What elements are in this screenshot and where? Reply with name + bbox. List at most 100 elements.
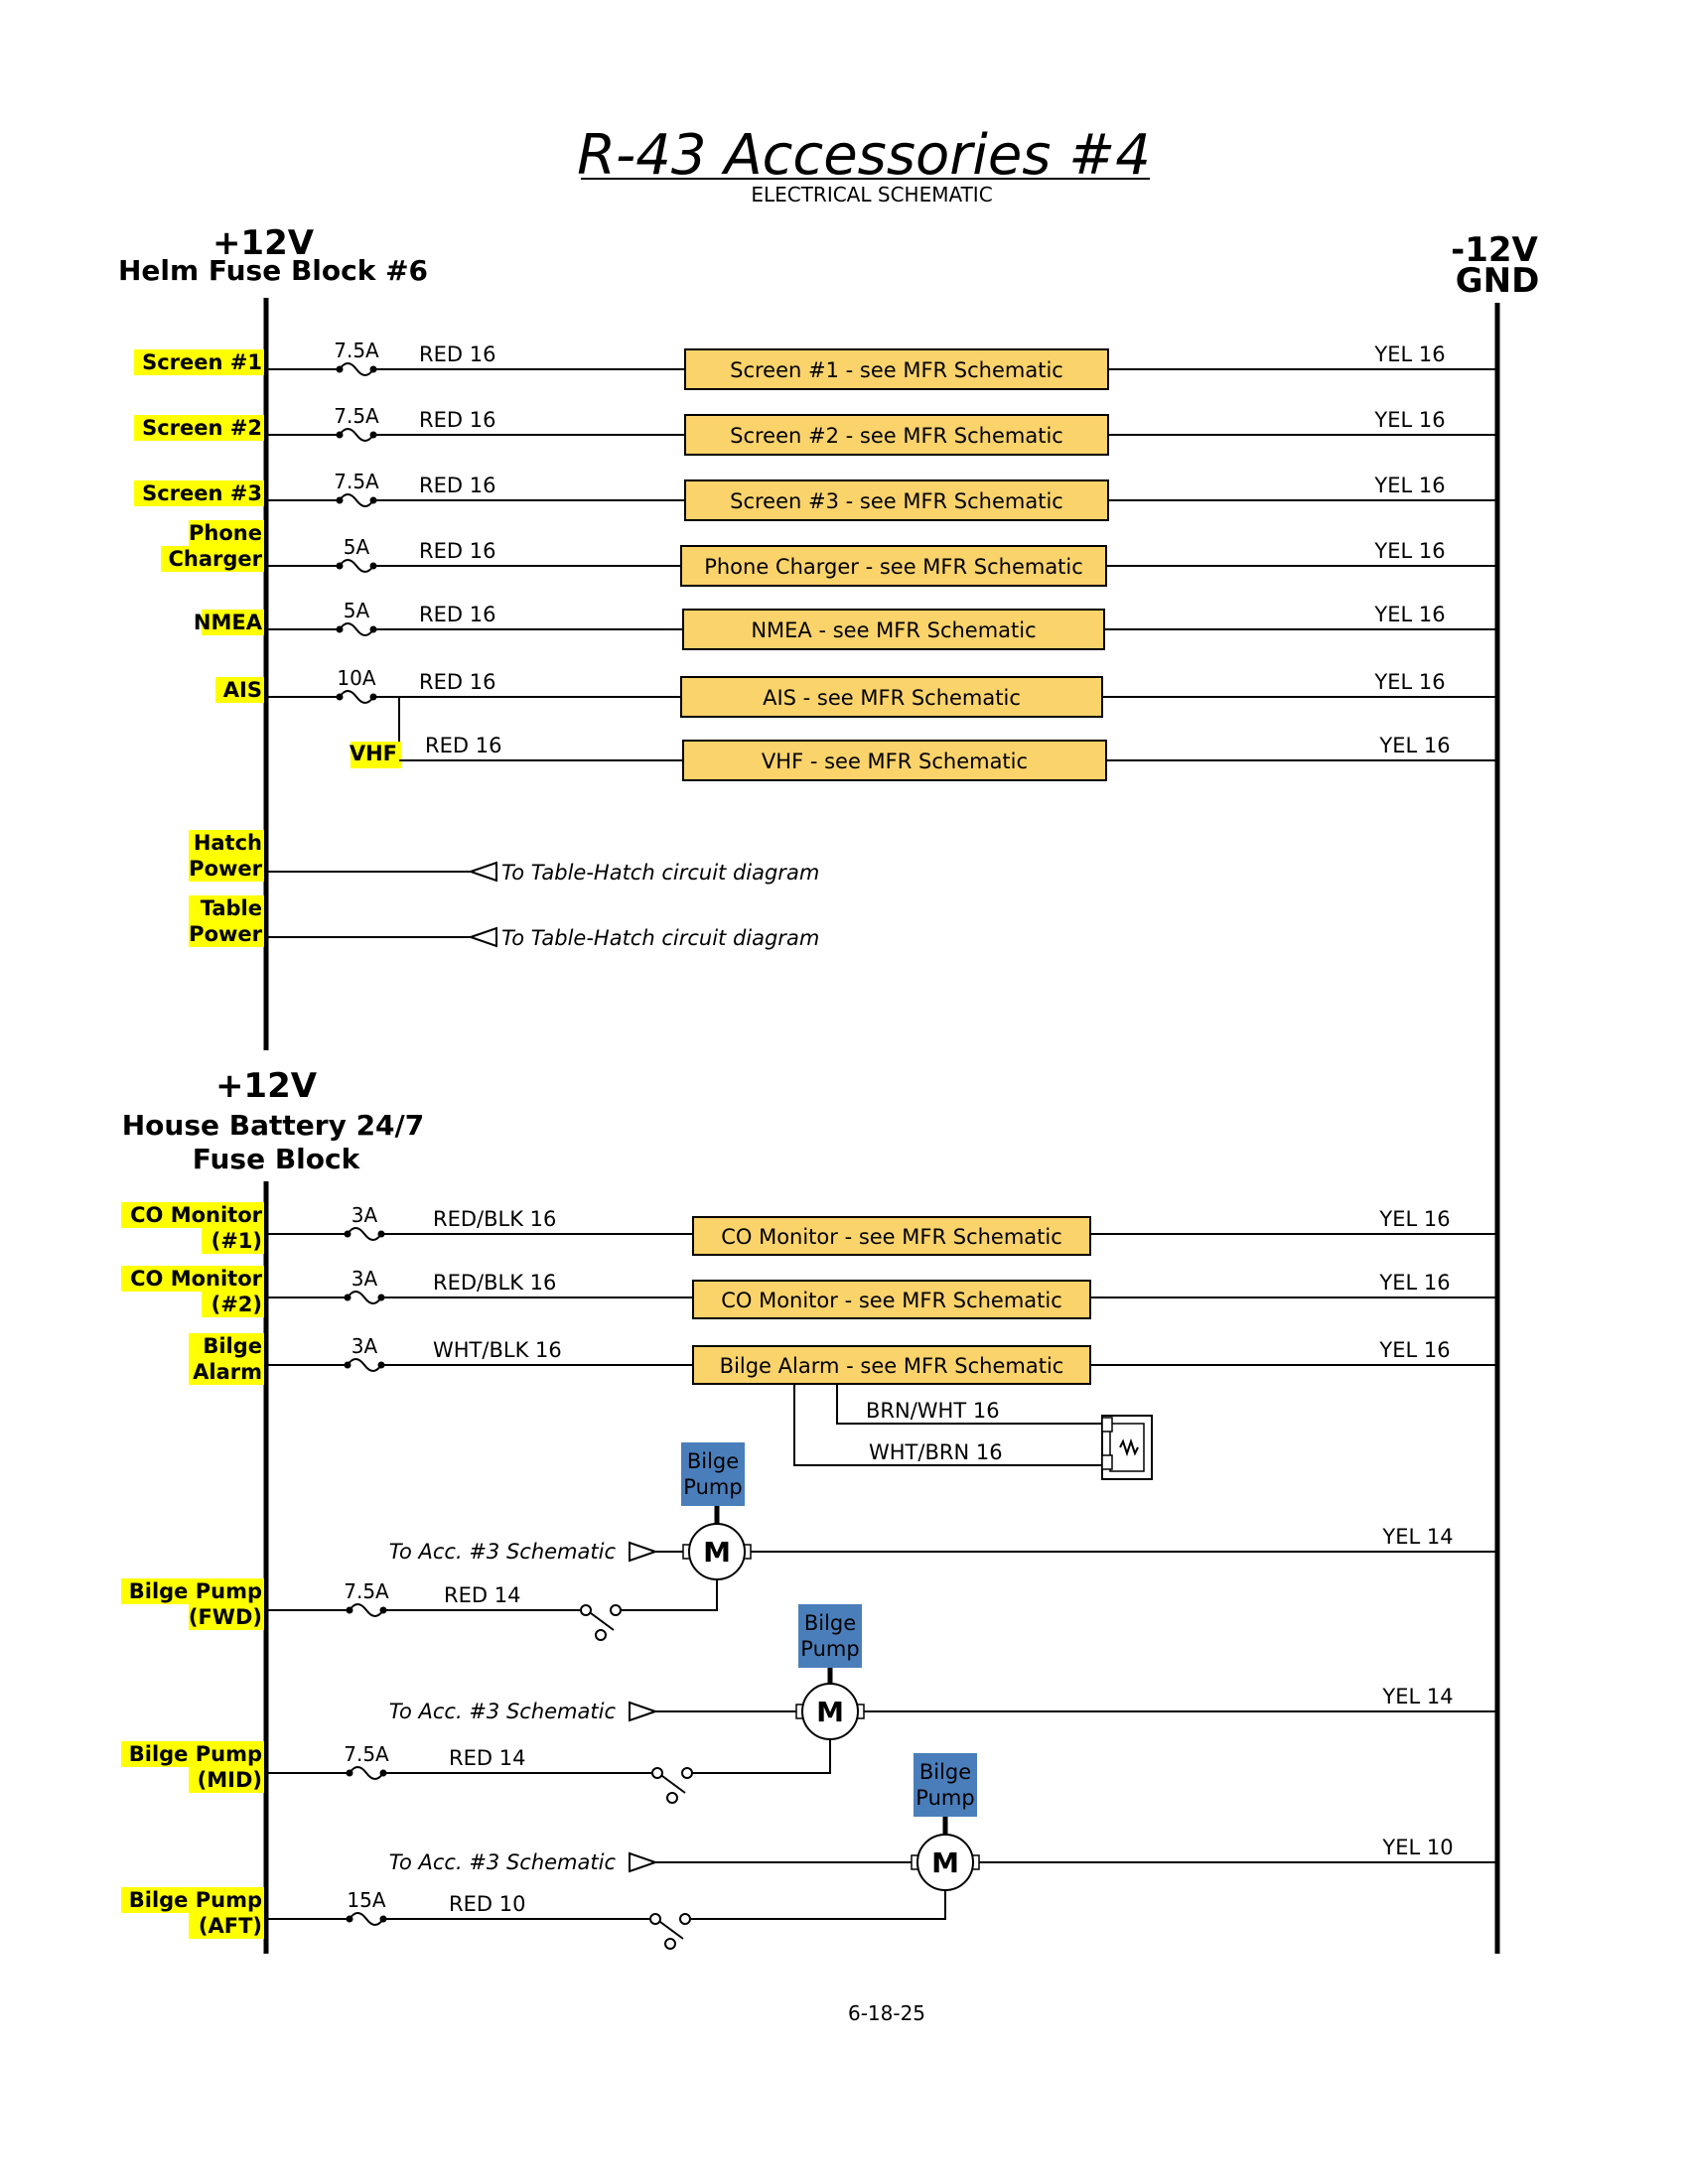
float-switch-contact-b bbox=[610, 1604, 622, 1616]
helm-circuit-1: Screen #1 7.5A RED 16 Screen #1 - see MFR S… bbox=[134, 339, 1497, 390]
fuse-rating: 3A bbox=[352, 1203, 378, 1227]
pump-tag-line-1: Bilge bbox=[687, 1449, 739, 1473]
house-circuit-label-highlight bbox=[189, 1333, 264, 1359]
component-box-label: Screen #1 - see MFR Schematic bbox=[730, 358, 1063, 382]
pump-tag-line-2: Pump bbox=[683, 1475, 742, 1499]
house-circuit-label-line-2: (#2) bbox=[211, 1293, 262, 1316]
float-switch-inner bbox=[1109, 1423, 1145, 1472]
offpage-label-line-1: Hatch bbox=[194, 831, 262, 855]
bilge-pump-label-line-2: (MID) bbox=[198, 1768, 262, 1792]
vhf-label-highlight bbox=[351, 742, 401, 768]
helm-circuit-label-line-1: AIS bbox=[223, 678, 262, 702]
fuse-symbol bbox=[339, 559, 374, 573]
helm-circuit-label-highlight bbox=[161, 546, 264, 572]
fuse-rating: 3A bbox=[352, 1334, 378, 1358]
vhf-gnd-wire-label: YEL 16 bbox=[1378, 734, 1450, 757]
float-switch-pin-a bbox=[1101, 1417, 1113, 1433]
offpage-label-line-1: Table bbox=[201, 896, 262, 920]
gnd-wire-label: YEL 16 bbox=[1378, 1207, 1450, 1231]
float-switch-blade bbox=[590, 1612, 615, 1631]
fuse-symbol bbox=[339, 622, 374, 636]
vhf-wire-label: RED 16 bbox=[425, 734, 501, 757]
house-circuit-label-line-1: CO Monitor bbox=[130, 1203, 263, 1227]
page-title: R-43 Accessories #4 bbox=[577, 123, 1151, 188]
acc3-ref-text: To Acc. #3 Schematic bbox=[389, 1850, 617, 1874]
vhf-component-box bbox=[682, 740, 1107, 781]
gnd-wire-label: YEL 16 bbox=[1373, 342, 1445, 366]
fuse-symbol bbox=[349, 1766, 384, 1780]
wire-label: RED 16 bbox=[419, 342, 495, 366]
pump-tag-line-2: Pump bbox=[800, 1637, 859, 1661]
fuse-symbol bbox=[339, 362, 374, 376]
offpage-label-highlight bbox=[189, 830, 264, 856]
wire-label: RED 16 bbox=[419, 408, 495, 432]
fuse-symbol bbox=[339, 428, 374, 442]
sensor-wire-b-label: WHT/BRN 16 bbox=[869, 1440, 1003, 1464]
component-box-label: CO Monitor - see MFR Schematic bbox=[721, 1225, 1062, 1249]
fuse-rating: 5A bbox=[344, 535, 370, 559]
float-switch-float bbox=[595, 1629, 607, 1641]
gnd-wire-label: YEL 16 bbox=[1378, 1271, 1450, 1295]
gnd-wire-label: YEL 10 bbox=[1381, 1836, 1453, 1859]
sensor-wire-b bbox=[793, 1384, 1102, 1466]
fuse-symbol bbox=[349, 1603, 384, 1617]
fuse-symbol bbox=[347, 1227, 382, 1241]
page-subtitle: ELECTRICAL SCHEMATIC bbox=[751, 183, 992, 206]
wire-label: RED/BLK 16 bbox=[433, 1271, 556, 1295]
bilge-alarm-sensor: BRN/WHT 16 WHT/BRN 16 bbox=[793, 1384, 1153, 1480]
float-switch-blade bbox=[659, 1921, 684, 1940]
vhf-label: VHF bbox=[350, 742, 397, 765]
float-switch-contact-a bbox=[649, 1913, 661, 1925]
acc3-ref-text: To Acc. #3 Schematic bbox=[389, 1540, 617, 1564]
fuse-rating: 5A bbox=[344, 599, 370, 622]
house-circuit-label-line-2: Alarm bbox=[193, 1360, 262, 1384]
wire-label: RED 16 bbox=[419, 474, 495, 497]
house-circuit-1: CO Monitor(#1) 3A RED/BLK 16 CO Monitor - s… bbox=[121, 1202, 1497, 1256]
bilge-pump-label-highlight bbox=[189, 1604, 264, 1630]
house-circuit-label-highlight bbox=[189, 1359, 264, 1385]
sensor-wire-a bbox=[836, 1384, 1102, 1425]
float-switch-float bbox=[666, 1792, 678, 1804]
gnd-wire-label: YEL 16 bbox=[1373, 408, 1445, 432]
component-box-label: AIS - see MFR Schematic bbox=[763, 686, 1021, 710]
helm-circuit-label-line-1: Screen #1 bbox=[142, 350, 262, 374]
motor-symbol: M bbox=[816, 1696, 844, 1728]
float-switch-element bbox=[1119, 1437, 1139, 1457]
fuse-symbol bbox=[347, 1358, 382, 1372]
component-box bbox=[684, 414, 1109, 456]
pump-tag bbox=[914, 1753, 977, 1817]
float-switch-float bbox=[664, 1938, 676, 1950]
house-bus-name-line2: Fuse Block bbox=[193, 1143, 361, 1175]
component-box-label: Bilge Alarm - see MFR Schematic bbox=[720, 1354, 1064, 1378]
helm-circuit-label-highlight bbox=[189, 520, 264, 546]
pump-tag bbox=[681, 1442, 745, 1506]
revision-date: 6-18-25 bbox=[848, 2001, 925, 2025]
fuse-rating: 7.5A bbox=[344, 1742, 389, 1766]
pump-tag-line-1: Bilge bbox=[919, 1760, 971, 1784]
sensor-wire-a-label: BRN/WHT 16 bbox=[866, 1399, 1000, 1423]
helm-circuit-label-line-2: Charger bbox=[168, 547, 262, 571]
fuse-symbol bbox=[347, 1291, 382, 1304]
house-circuit-label-line-2: (#1) bbox=[211, 1229, 262, 1253]
helm-circuit-label-highlight bbox=[215, 677, 264, 703]
float-switch-contact-a bbox=[580, 1604, 592, 1616]
fuse-rating: 7.5A bbox=[334, 339, 379, 362]
component-box-label: Screen #3 - see MFR Schematic bbox=[730, 489, 1063, 513]
fuse-symbol bbox=[339, 690, 374, 704]
helm-bus-voltage: +12V bbox=[212, 223, 315, 263]
offpage-ref-text: To Table-Hatch circuit diagram bbox=[501, 926, 819, 950]
wire-label: RED/BLK 16 bbox=[433, 1207, 556, 1231]
wire-label: WHT/BLK 16 bbox=[433, 1338, 562, 1362]
offpage-arrow-icon bbox=[629, 1541, 659, 1563]
wire-label: RED 14 bbox=[449, 1746, 525, 1770]
helm-circuit-label-line-1: Screen #3 bbox=[142, 481, 262, 505]
gnd-wire-label: YEL 16 bbox=[1378, 1338, 1450, 1362]
bilge-pump-label-highlight bbox=[121, 1578, 264, 1604]
offpage-arrow-icon bbox=[629, 1701, 659, 1722]
offpage-label-line-2: Power bbox=[189, 922, 262, 946]
fuse-rating: 7.5A bbox=[344, 1579, 389, 1603]
